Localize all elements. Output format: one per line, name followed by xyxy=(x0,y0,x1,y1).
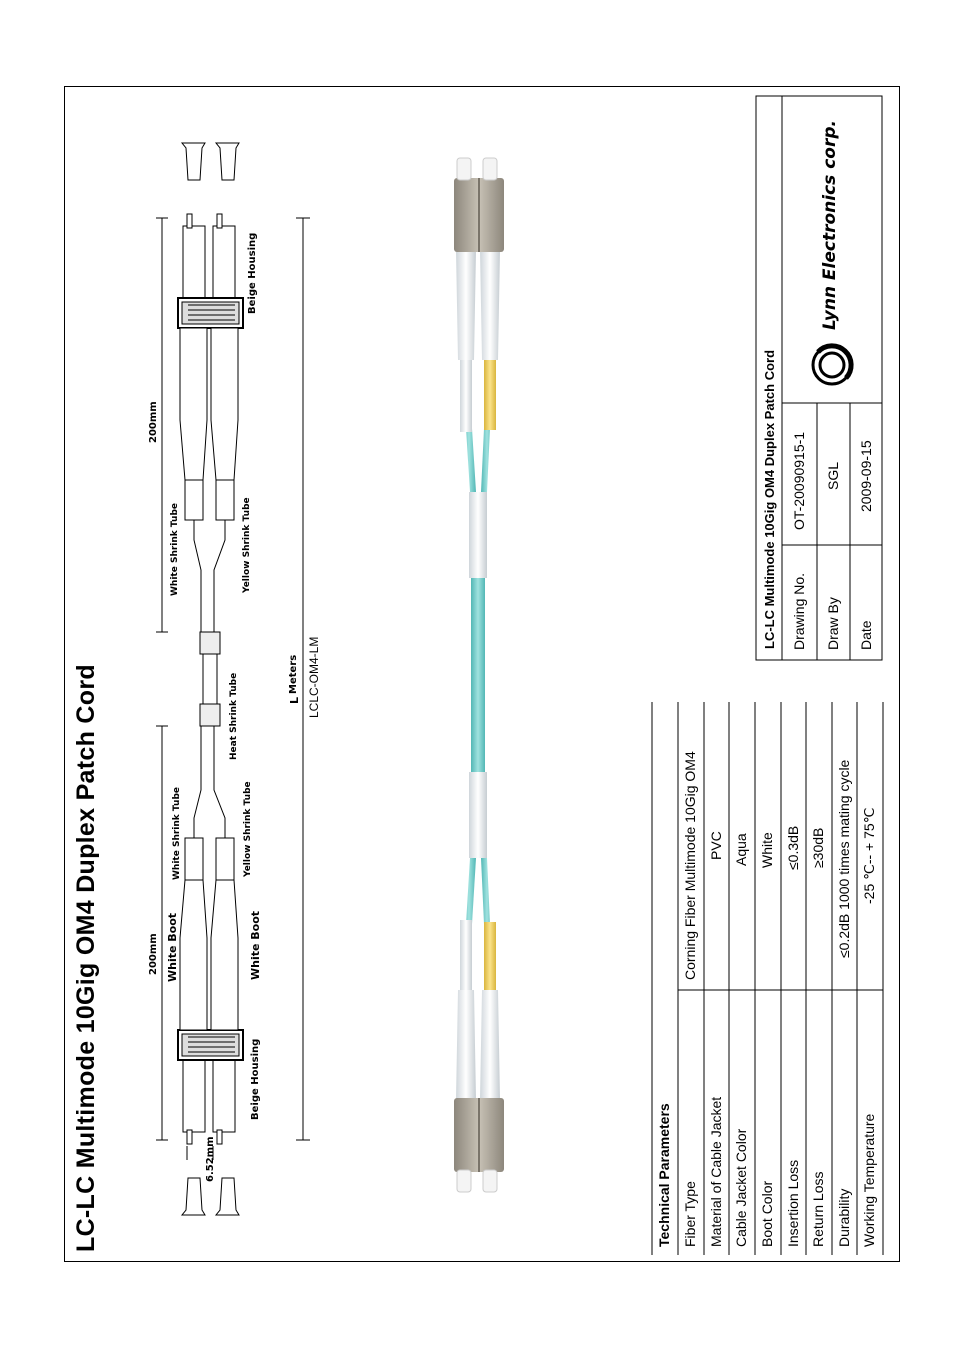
drawing-frame xyxy=(64,86,900,1262)
company-name: Lynn Electronics corp. xyxy=(820,120,840,330)
